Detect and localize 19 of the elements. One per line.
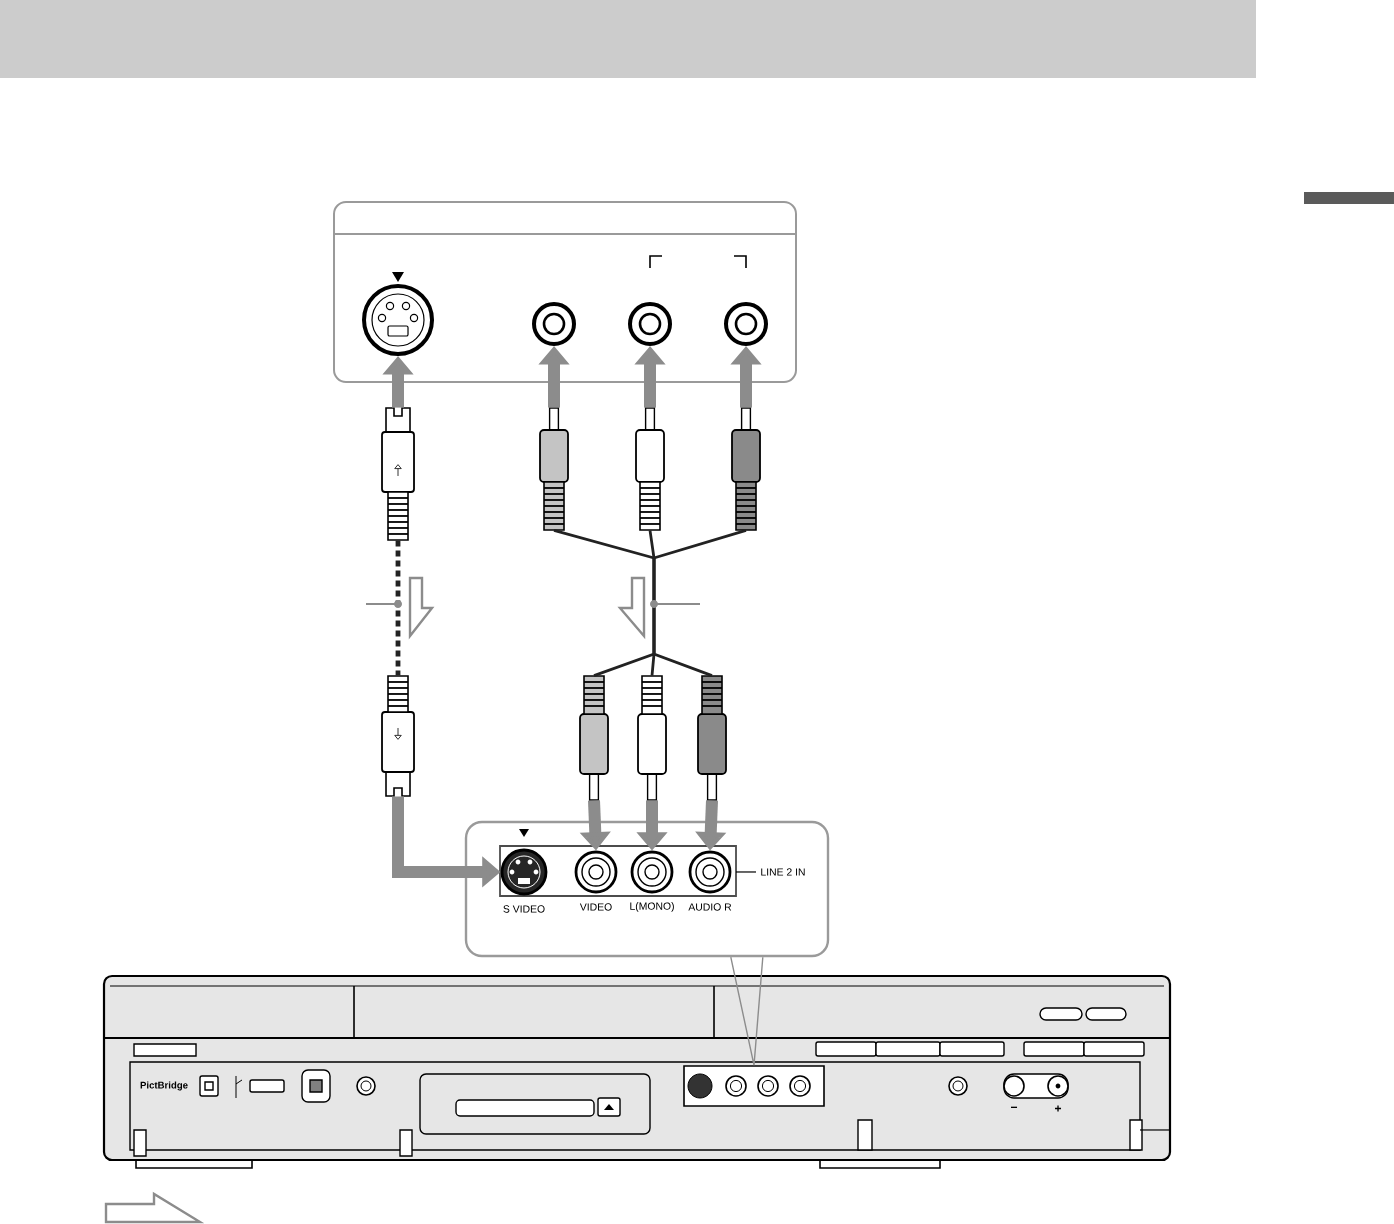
cable xyxy=(652,529,747,677)
device-panel xyxy=(333,201,797,383)
rca-jack xyxy=(724,302,768,346)
cable xyxy=(553,529,656,677)
rca-plug xyxy=(579,675,609,801)
recorder-drawing xyxy=(102,974,1172,1169)
rca-plug xyxy=(637,675,667,801)
rca-plug xyxy=(697,675,727,801)
rca-jack xyxy=(628,302,672,346)
s-video-plug xyxy=(381,675,415,797)
s-video-plug xyxy=(381,407,415,541)
s-video-jack xyxy=(362,284,434,356)
rca-jack xyxy=(532,302,576,346)
cable xyxy=(648,530,656,676)
rca-plug xyxy=(635,407,665,531)
callout-line xyxy=(730,956,764,1066)
jack-strip xyxy=(683,1065,825,1107)
rca-plug xyxy=(731,407,761,531)
rca-plug xyxy=(539,407,569,531)
